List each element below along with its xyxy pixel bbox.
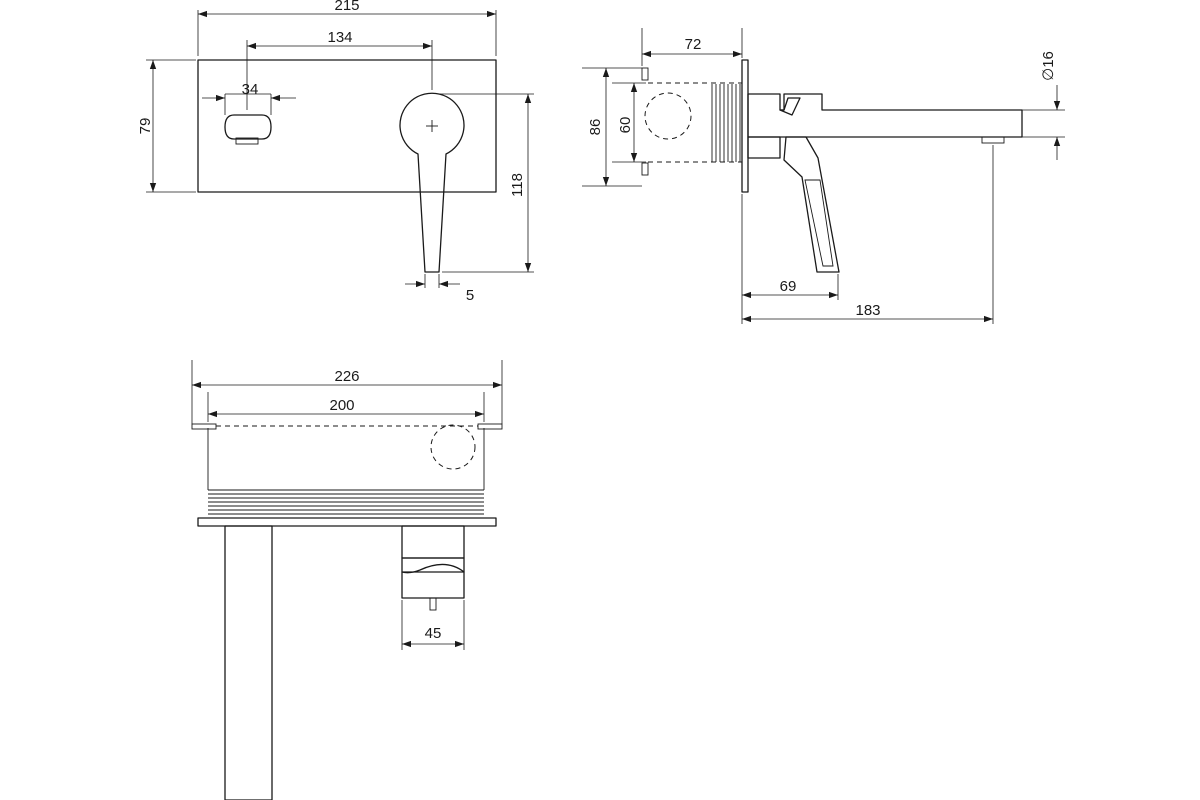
dimension-label-226: 226 [334,368,359,385]
top-handle-lever [401,571,465,599]
side-handle-lever [783,136,840,273]
dimension-label-134: 134 [327,29,352,46]
dimension-label-215: 215 [334,0,359,14]
dimension-label-72: 72 [685,36,702,53]
front-handle-knob [399,92,465,273]
top-handle-base [401,525,465,559]
dimension-label-86: 86 [587,119,604,136]
top-handle-collar [401,557,465,574]
front-spout-aerator [235,137,259,145]
dimension-label-79: 79 [137,118,154,135]
side-handle-lever-slot [804,179,834,267]
side-wall-plate [741,59,749,193]
dimension-label-34: 34 [242,81,259,98]
top-view-dimensions: 226 200 45 [191,360,503,650]
dimension-label-5: 5 [466,287,474,304]
dimension-label-118: 118 [509,173,526,197]
top-spout [224,525,273,800]
top-handle-tip [429,597,437,611]
side-mount-tab [641,67,649,81]
side-view [641,59,1023,273]
dimension-label-60: 60 [617,117,634,134]
front-view [197,59,497,273]
side-handle-pivot [779,97,801,116]
top-view [191,423,503,800]
dimension-label-45: 45 [425,625,442,642]
top-hidden-valve-circle [430,424,476,470]
top-wall-plate [197,517,497,527]
front-view-dimensions: 215 134 34 79 118 5 [137,0,534,304]
side-thread-ridges [715,84,741,162]
side-view-dimensions: 72 86 60 ∅16 69 183 [582,28,1065,324]
side-hidden-valve-circle [644,92,692,140]
front-spout-outlet [224,114,272,140]
top-thread-ridges [208,489,484,515]
top-mount-tab [477,423,503,430]
dimension-label-16: ∅16 [1040,51,1057,81]
side-spout [747,93,1023,138]
side-handle-base [747,136,781,159]
top-mount-tab [191,423,217,430]
front-wall-plate [197,59,497,193]
dimension-label-69: 69 [780,278,797,295]
side-mount-tab [641,162,649,176]
dimension-label-200: 200 [329,397,354,414]
dimension-label-183: 183 [855,302,880,319]
side-aerator [981,136,1005,144]
